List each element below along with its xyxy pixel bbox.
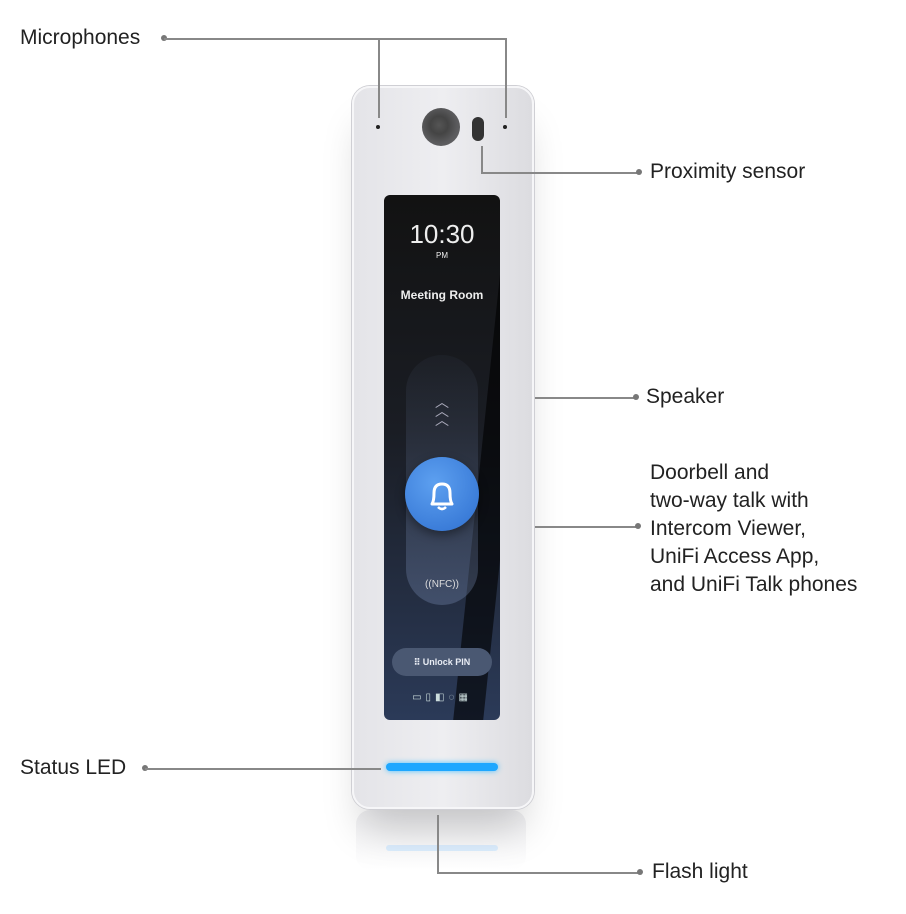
unlock-pin-label: Unlock PIN (422, 657, 471, 667)
touch-screen: 10:30 PM Meeting Room ︿︿︿ ((NFC)) ⠿ Unlo… (384, 195, 500, 720)
label-doorbell-line: Intercom Viewer, (650, 517, 807, 540)
label-doorbell-line: Doorbell and (650, 461, 770, 484)
room-name: Meeting Room (400, 288, 484, 302)
status-led (386, 763, 498, 771)
callout-dot (633, 394, 639, 400)
callout-dot (636, 169, 642, 175)
label-microphones: Microphones (20, 26, 141, 49)
label-doorbell: Doorbell and two-way talk with Intercom … (650, 459, 857, 599)
label-flash-light: Flash light (652, 860, 748, 883)
qr-icon: ▦ (458, 692, 472, 703)
face-icon: ◌ (448, 692, 459, 703)
chevron-up-icon: ︿︿︿ (435, 394, 449, 428)
phone-icon: ▯ (425, 692, 436, 703)
label-proximity-sensor: Proximity sensor (650, 160, 806, 183)
microphone-left (376, 125, 380, 129)
callout-line (164, 38, 506, 40)
callout-dot (635, 523, 641, 529)
proximity-sensor (472, 117, 484, 141)
nfc-label: NFC (431, 579, 453, 590)
callout-line (505, 38, 507, 118)
callout-line (535, 397, 636, 399)
callout-line (481, 172, 639, 174)
device-reflection (356, 810, 526, 870)
callout-line (378, 38, 380, 118)
flash-light-reflection (386, 845, 498, 851)
card-icon: ▭ (412, 692, 426, 703)
callout-line (437, 815, 439, 873)
credential-icons: ▭▯◧◌▦ (384, 692, 500, 703)
microphone-right (503, 125, 507, 129)
callout-dot (637, 869, 643, 875)
label-speaker: Speaker (646, 385, 725, 408)
camera-icon (422, 108, 460, 146)
callout-line (145, 768, 381, 770)
label-status-led: Status LED (20, 756, 127, 779)
bell-icon (430, 482, 454, 511)
label-doorbell-line: UniFi Access App, (650, 545, 820, 568)
label-doorbell-line: two-way talk with (650, 489, 809, 512)
callout-line (535, 526, 638, 528)
nfc-indicator: ((NFC)) (425, 579, 459, 590)
keypad-icon: ⠿ (413, 657, 423, 667)
clock-ampm: PM (436, 251, 448, 260)
doorbell-button[interactable] (405, 457, 479, 531)
callout-line (437, 872, 640, 874)
clock-time: 10:30 (409, 219, 475, 249)
label-doorbell-line: and UniFi Talk phones (650, 573, 858, 596)
unlock-pin-button[interactable]: ⠿ Unlock PIN (392, 648, 492, 676)
door-icon: ◧ (435, 692, 449, 703)
callout-line (481, 146, 483, 173)
